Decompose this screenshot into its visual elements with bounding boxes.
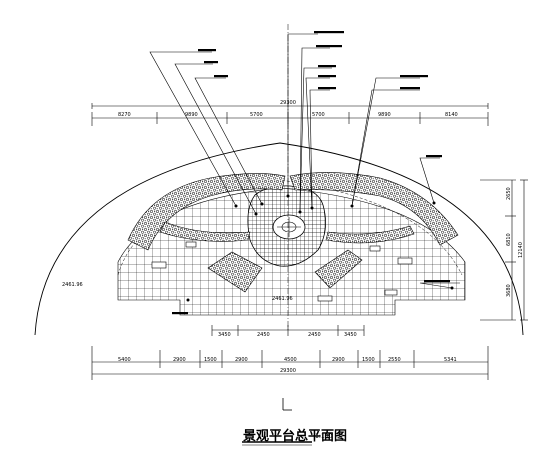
top-dim-1: 8270: [118, 112, 131, 118]
bottom-dim-4: 2900: [235, 357, 248, 363]
bottom-dim-1: 5400: [118, 357, 131, 363]
benches: [151, 241, 413, 302]
bottom-upper-dim-2: 2450: [257, 332, 270, 338]
plan-label-left: 2461.96: [62, 282, 83, 288]
plan-labels: 2461.96 2461.96: [62, 282, 293, 302]
bottom-dim-2: 2900: [173, 357, 186, 363]
top-dim-3: 5700: [250, 112, 263, 118]
section-mark: [282, 398, 292, 411]
bottom-dim-6: 2900: [332, 357, 345, 363]
right-dimension-chain: [480, 179, 528, 321]
bottom-upper-dimension-chain: [211, 325, 365, 336]
right-dim-2: 6810: [506, 233, 512, 246]
bottom-dim-8: 2550: [388, 357, 401, 363]
bottom-upper-dim-4: 3450: [344, 332, 357, 338]
bottom-dim-7: 1500: [362, 357, 375, 363]
right-dim-3: 3680: [506, 284, 512, 297]
bottom-dim-labels: 5400 2900 1500 2900 4500 2900 1500 2550 …: [118, 357, 457, 374]
bottom-upper-dim-1: 3450: [218, 332, 231, 338]
bottom-dim-9: 5341: [444, 357, 457, 363]
bottom-dim-3: 1500: [204, 357, 217, 363]
bottom-dim-total: 29300: [280, 368, 296, 374]
top-dim-4: 5700: [312, 112, 325, 118]
top-dim-6: 8140: [445, 112, 458, 118]
callout-leaders: [149, 33, 460, 289]
bottom-upper-dim-labels: 3450 2450 2450 3450: [218, 332, 357, 338]
top-dimension-chain: [91, 103, 489, 126]
drawing-title: 景观平台总平面图: [243, 429, 348, 444]
right-dim-1: 2650: [506, 187, 512, 200]
bottom-dim-5: 4500: [284, 357, 297, 363]
plan-label-centre: 2461.96: [272, 296, 293, 302]
central-feature: [247, 185, 326, 267]
outer-arc: [34, 142, 524, 336]
title-underline: [242, 441, 312, 446]
top-dim-2: 9890: [185, 112, 198, 118]
planting-bands: [127, 172, 459, 293]
bottom-upper-dim-3: 2450: [308, 332, 321, 338]
top-dim-total: 29300: [280, 100, 296, 106]
bottom-dimension-chain: [91, 346, 489, 380]
top-dim-labels: 8270 9890 5700 5700 9890 8140 29300: [118, 100, 458, 118]
top-dim-5: 9890: [378, 112, 391, 118]
right-dim-total: 12140: [518, 242, 524, 258]
callout-label-blocks: [172, 31, 450, 315]
right-dim-labels: 2650 6810 3680 12140: [506, 187, 524, 297]
drawing-scale: 1:100: [315, 433, 333, 440]
